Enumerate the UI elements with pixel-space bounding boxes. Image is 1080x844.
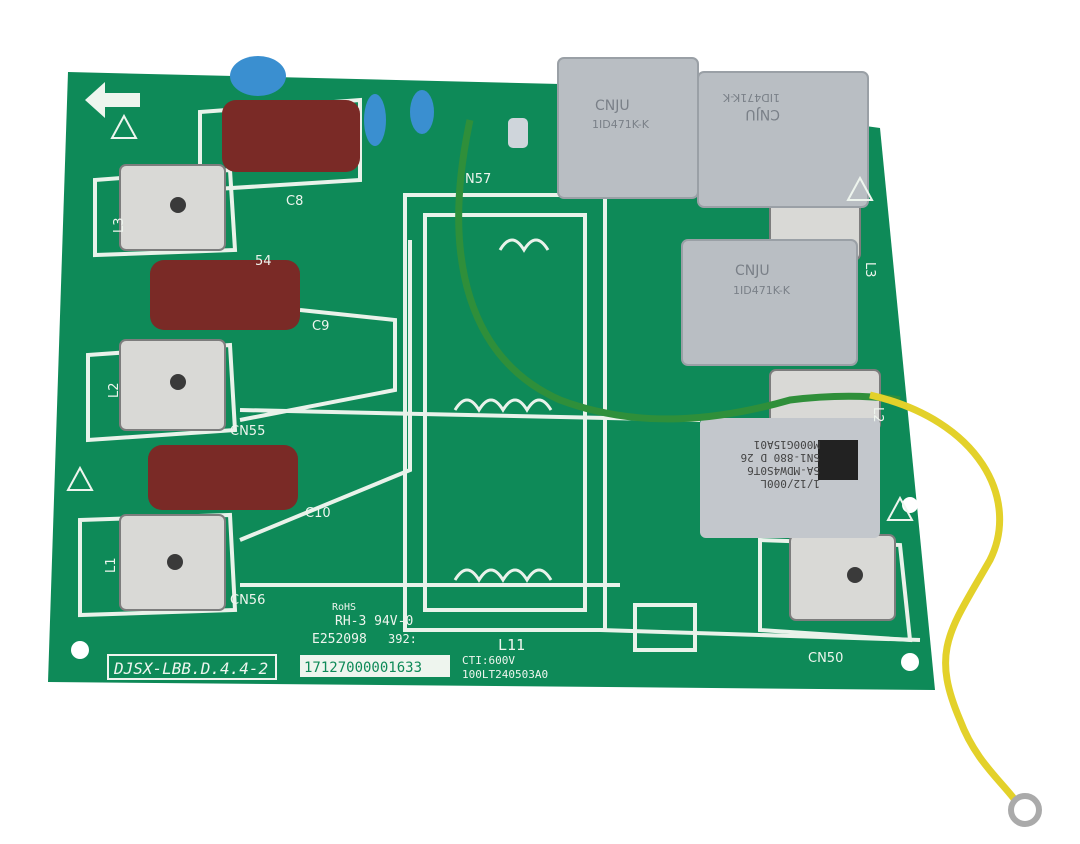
film-capacitors (148, 100, 360, 510)
relay-3-brand: CNJU (735, 263, 770, 279)
arrow-left-icon (85, 82, 140, 118)
label-cn50: CN50 (808, 651, 843, 666)
ground-wire-green (455, 119, 901, 423)
xcap-line2: SA-MDW4S0T6 (747, 464, 820, 477)
capacitor-c9 (150, 260, 300, 330)
label-l1: L1 (104, 557, 119, 573)
relay-2-code: 1ID471K-K (722, 91, 780, 104)
relay-3 (681, 239, 858, 366)
relay-1-brand: CNJU (595, 98, 630, 114)
electrolytic-capacitor (508, 118, 528, 148)
date-code: 392: (388, 632, 417, 646)
hazard-icon (66, 465, 94, 491)
terminal-cn50 (789, 534, 896, 621)
label-c8: C8 (286, 194, 303, 209)
ul-file: E252098 (312, 632, 367, 647)
relay-2 (697, 71, 869, 208)
label-cn56: CN56 (230, 593, 265, 608)
flammability-rating: RH-3 94V-0 (335, 614, 413, 629)
label-cn54: 54 (255, 254, 272, 269)
label-c9: C9 (312, 319, 329, 334)
label-l2: L2 (107, 382, 122, 398)
ring-terminal (1008, 793, 1042, 827)
board-serial: 17127000001633 (304, 660, 422, 676)
qr-code (818, 440, 858, 480)
label-right-l3: L3 (862, 262, 877, 278)
label-c10: C10 (305, 506, 331, 521)
hazard-icon (846, 175, 874, 201)
label-right-l2: L2 (870, 407, 885, 423)
capacitor-c8 (222, 100, 360, 172)
hazard-icons (66, 113, 914, 521)
relays (557, 57, 869, 366)
hazard-icon (886, 495, 914, 521)
board-model: DJSX-LBB.D.4.4-2 (113, 659, 268, 678)
relay-3-code: 1ID471K-K (733, 284, 791, 297)
capacitor-c10 (148, 445, 298, 510)
label-l3: L3 (112, 217, 127, 233)
label-cn55: CN55 (230, 424, 265, 439)
xcap-line1: 1/12/000L (760, 477, 820, 490)
xcap-line3: SN1-880 D 26 (741, 451, 820, 464)
ground-wire-yellow (869, 391, 1018, 803)
xcap-line4: M000G15A01 (754, 438, 820, 451)
relay-2-brand: CNJU (745, 106, 780, 122)
lot-code: 100LT240503A0 (462, 668, 548, 681)
hazard-icon (110, 113, 138, 139)
label-cn57: N57 (465, 172, 491, 187)
inductor-label: L11 (498, 636, 525, 654)
cti-rating: CTI:600V (462, 654, 515, 667)
inductor-coils (453, 238, 553, 583)
ceramic-capacitors (230, 56, 434, 146)
rohs-mark: RoHS (332, 602, 356, 613)
relay-1-code: 1ID471K-K (592, 118, 650, 131)
